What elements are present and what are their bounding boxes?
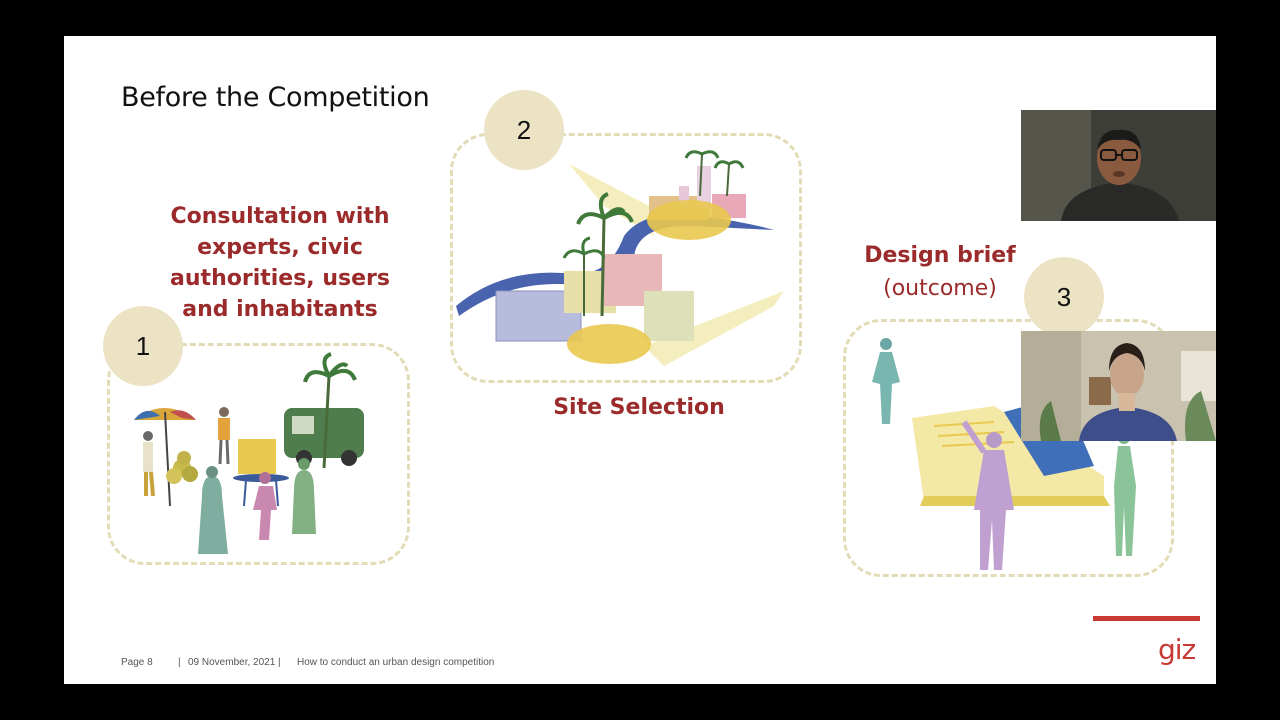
video-tile-participant[interactable] (1021, 331, 1216, 441)
step3-frame (843, 319, 1174, 577)
footer-separator: | (178, 657, 181, 668)
footer-topic: How to conduct an urban design competiti… (297, 657, 495, 668)
presenter-video-feed (1021, 110, 1216, 221)
step2-frame (450, 133, 802, 383)
step1-number-badge: 1 (103, 306, 183, 386)
footer-separator: | (278, 657, 281, 668)
footer-page: Page 8 (121, 657, 153, 668)
participant-video-feed (1021, 331, 1216, 441)
step3-label-main: Design brief (864, 243, 1016, 268)
design-brief-illustration (872, 338, 1136, 570)
video-tile-presenter[interactable] (1021, 110, 1216, 221)
giz-logo: giz (1158, 633, 1196, 666)
slide-title: Before the Competition (121, 82, 430, 113)
site-selection-illustration (456, 150, 784, 366)
step2-number: 2 (516, 114, 532, 145)
logo-bar (1093, 616, 1200, 621)
step1-number: 1 (135, 330, 151, 361)
step3-label-sub: (outcome) (883, 276, 997, 301)
street-vendors-illustration (134, 352, 364, 554)
step3-number-badge: 3 (1024, 257, 1104, 337)
step1-frame (107, 343, 410, 565)
step3-number: 3 (1056, 281, 1072, 312)
step2-number-badge: 2 (484, 90, 564, 170)
step2-label: Site Selection (553, 395, 725, 420)
footer-date: 09 November, 2021 (188, 657, 276, 668)
step1-label: Consultation with experts, civic authori… (170, 204, 390, 322)
